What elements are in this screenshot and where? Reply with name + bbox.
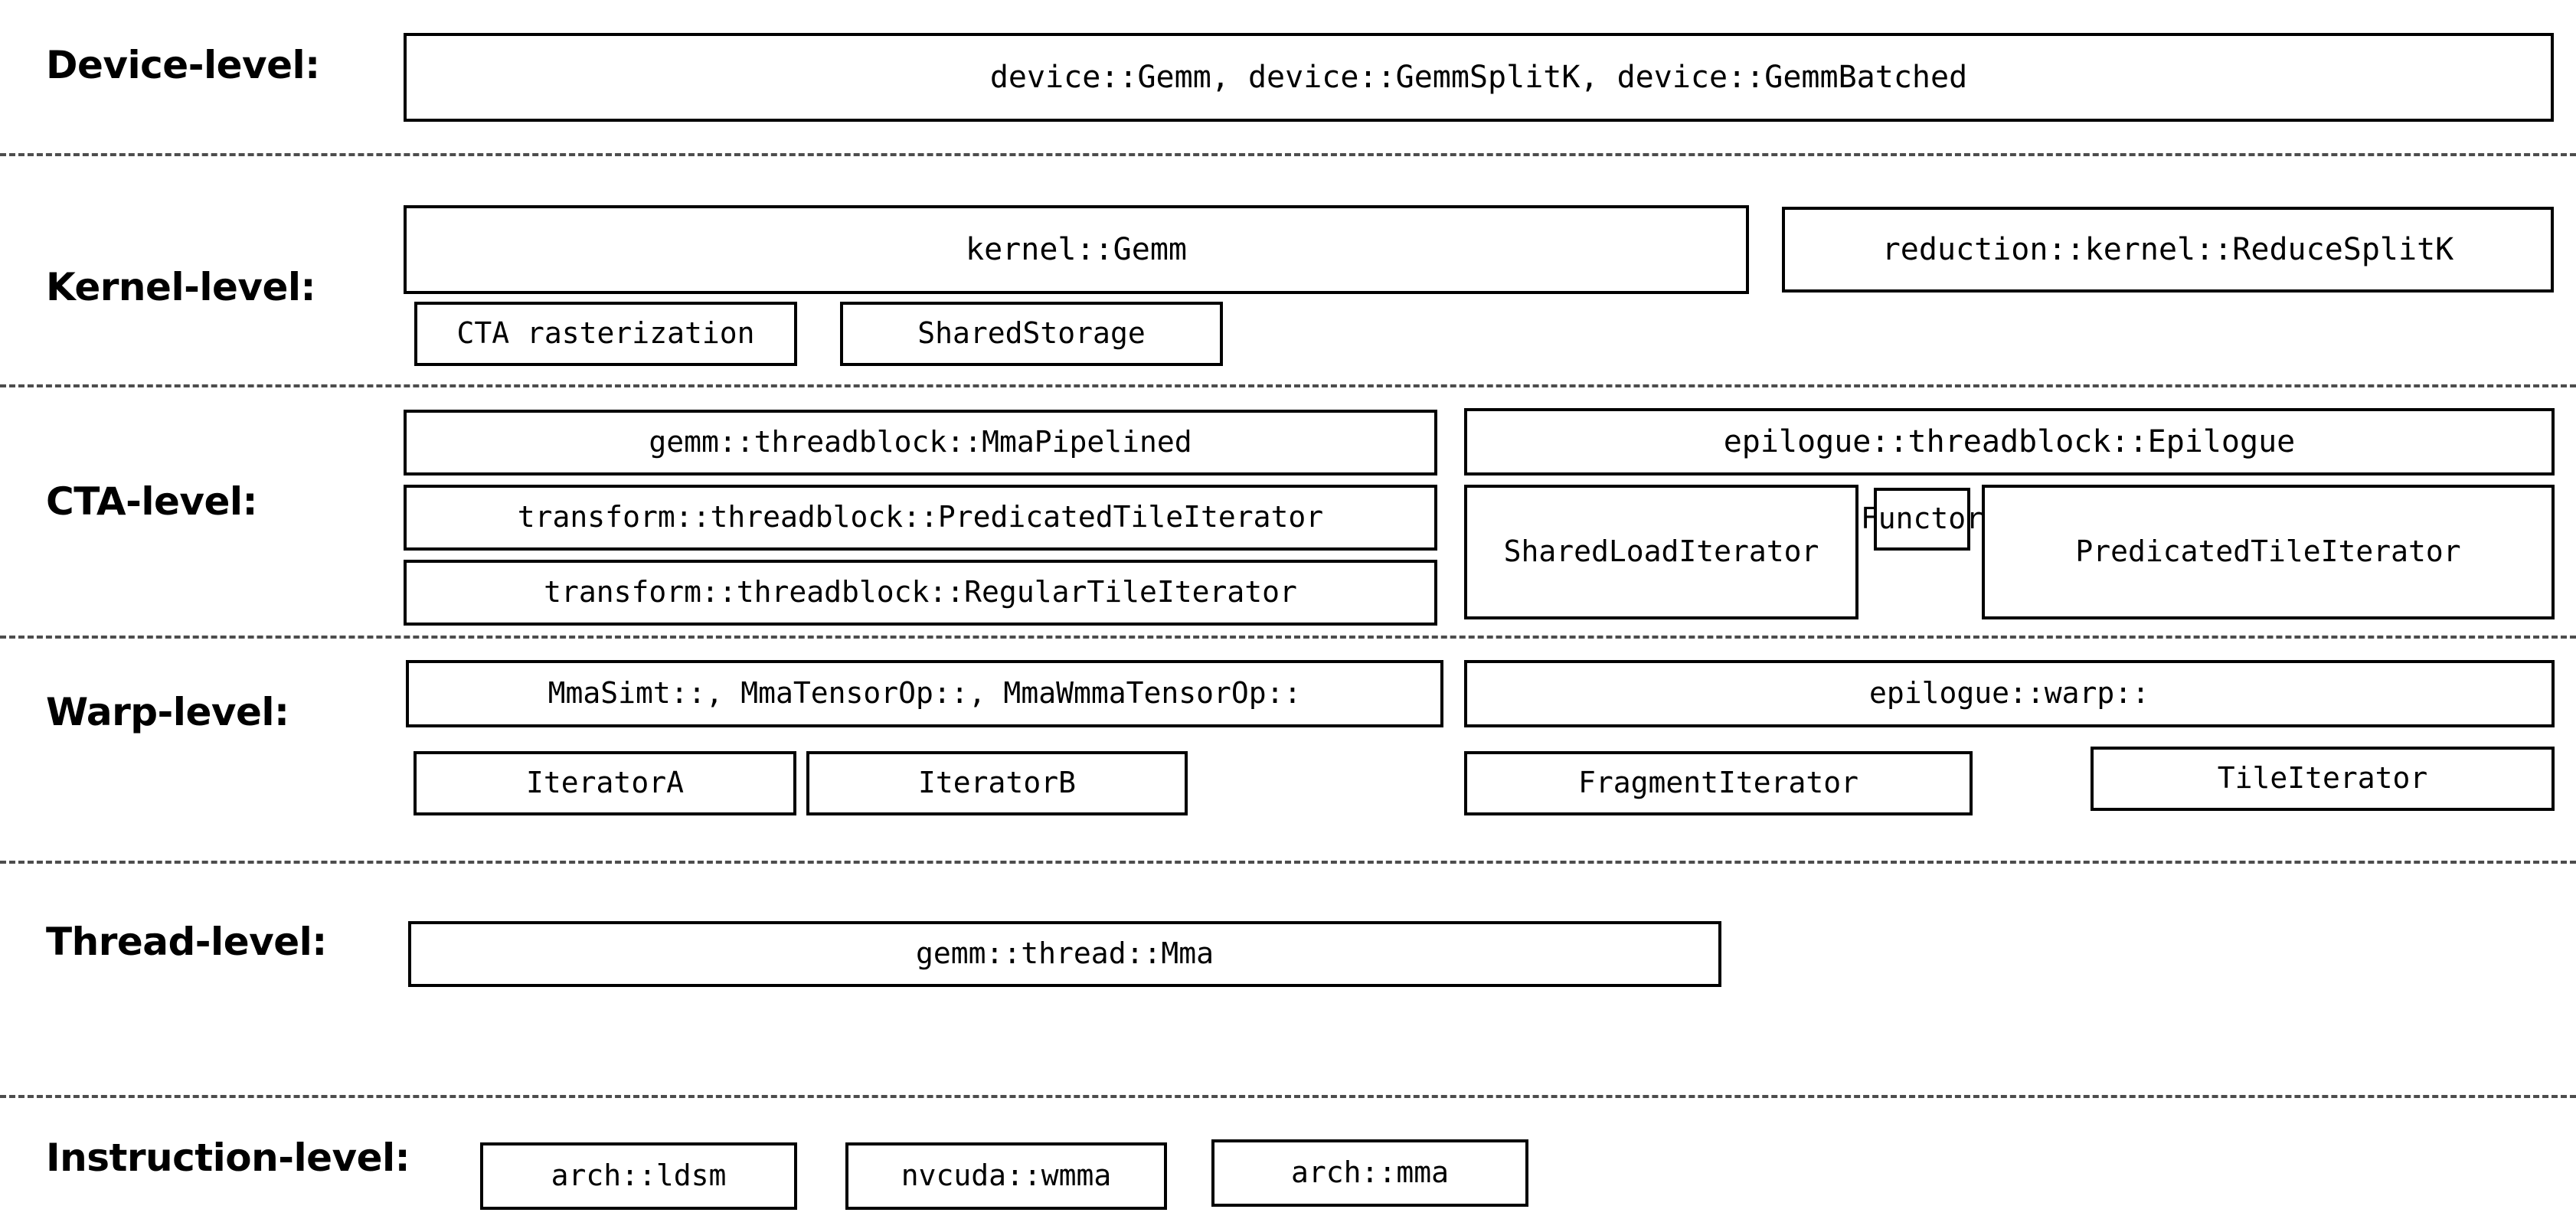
- node-iterator-a[interactable]: IteratorA: [414, 751, 796, 815]
- node-epilogue-threadblock-epilogue[interactable]: epilogue::threadblock::Epilogue: [1464, 408, 2555, 476]
- node-device-gemm[interactable]: device::Gemm, device::GemmSplitK, device…: [404, 33, 2554, 122]
- divider-thread-instruction: [0, 1095, 2576, 1098]
- level-label-warp: Warp-level:: [46, 690, 289, 734]
- node-shared-load-iterator[interactable]: SharedLoadIterator: [1464, 485, 1858, 619]
- node-arch-mma[interactable]: arch::mma: [1211, 1139, 1528, 1207]
- divider-device-kernel: [0, 153, 2576, 156]
- node-kernel-gemm[interactable]: kernel::Gemm: [404, 205, 1749, 294]
- level-label-cta: CTA-level:: [46, 479, 258, 524]
- divider-cta-warp: [0, 636, 2576, 639]
- divider-kernel-cta: [0, 384, 2576, 387]
- node-shared-storage[interactable]: SharedStorage: [840, 302, 1223, 366]
- node-predicated-tile-iterator[interactable]: PredicatedTileIterator: [1982, 485, 2555, 619]
- node-tile-iterator[interactable]: TileIterator: [2091, 747, 2555, 811]
- node-gemm-threadblock-mmapipelined[interactable]: gemm::threadblock::MmaPipelined: [404, 410, 1437, 476]
- node-gemm-thread-mma[interactable]: gemm::thread::Mma: [408, 921, 1721, 987]
- level-label-device: Device-level:: [46, 43, 320, 87]
- node-nvcuda-wmma[interactable]: nvcuda::wmma: [845, 1142, 1167, 1210]
- node-reduction-kernel-reducesplitk[interactable]: reduction::kernel::ReduceSplitK: [1782, 207, 2554, 292]
- node-iterator-b[interactable]: IteratorB: [806, 751, 1188, 815]
- node-transform-threadblock-regulartileiterator[interactable]: transform::threadblock::RegularTileItera…: [404, 560, 1437, 626]
- node-functor[interactable]: Functor: [1861, 488, 1983, 551]
- node-transform-threadblock-predicatedtileiterator[interactable]: transform::threadblock::PredicatedTileIt…: [404, 485, 1437, 551]
- level-label-kernel: Kernel-level:: [46, 265, 316, 309]
- node-epilogue-warp[interactable]: epilogue::warp::: [1464, 660, 2555, 727]
- level-label-thread: Thread-level:: [46, 920, 327, 964]
- level-label-instruction: Instruction-level:: [46, 1136, 410, 1180]
- node-cta-rasterization[interactable]: CTA rasterization: [414, 302, 797, 366]
- node-fragment-iterator[interactable]: FragmentIterator: [1464, 751, 1973, 815]
- node-arch-ldsm[interactable]: arch::ldsm: [480, 1142, 797, 1210]
- node-mma-ops[interactable]: MmaSimt::, MmaTensorOp::, MmaWmmaTensorO…: [406, 660, 1443, 727]
- divider-warp-thread: [0, 861, 2576, 864]
